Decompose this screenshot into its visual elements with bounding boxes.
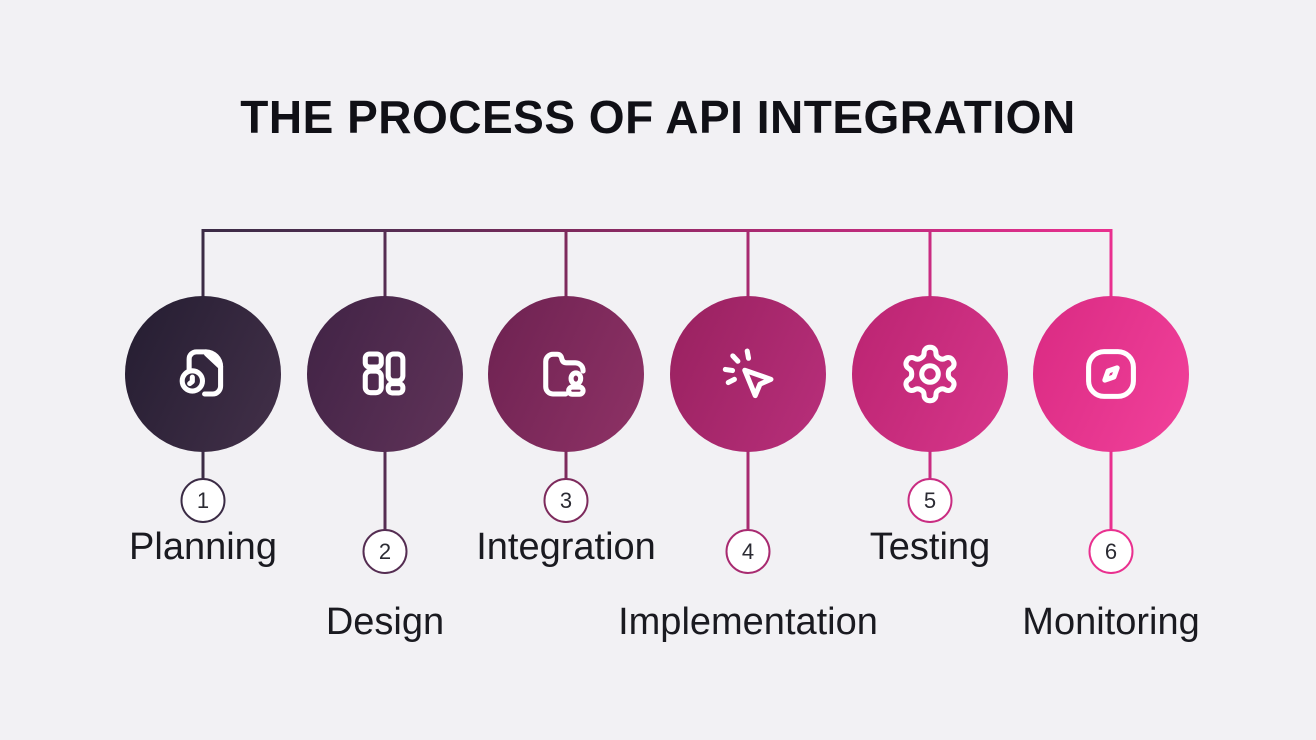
badge-stem-line xyxy=(928,451,932,479)
step-label: Testing xyxy=(869,526,991,568)
connector-drop-line xyxy=(928,229,932,299)
process-step-implementation: 4 Implementation xyxy=(618,0,878,740)
connector-horizontal-line xyxy=(202,229,1112,232)
connector-drop-line xyxy=(746,229,750,299)
step-number-badge: 2 xyxy=(362,529,408,574)
step-number-badge: 6 xyxy=(1088,529,1134,574)
badge-stem-line xyxy=(746,451,750,530)
step-circle xyxy=(125,296,281,452)
step-label: Implementation xyxy=(618,601,878,643)
step-circle xyxy=(488,296,644,452)
step-circle xyxy=(670,296,826,452)
badge-stem-line xyxy=(1109,451,1113,530)
process-step-planning: 1 Planning xyxy=(125,0,281,740)
step-number: 6 xyxy=(1104,538,1118,564)
step-number: 5 xyxy=(923,487,937,513)
connector-drop-line xyxy=(383,229,387,299)
step-number: 3 xyxy=(559,487,573,513)
badge-stem-line xyxy=(383,451,387,530)
step-number-badge: 1 xyxy=(180,478,226,523)
connector-drop-line xyxy=(1109,229,1113,299)
gear-icon xyxy=(903,344,957,404)
step-number-badge: 5 xyxy=(907,478,953,523)
process-step-integration: 3 Integration xyxy=(476,0,656,740)
step-label: Planning xyxy=(129,526,277,568)
step-number-badge: 4 xyxy=(725,529,771,574)
document-clock-icon xyxy=(179,349,224,397)
step-label: Monitoring xyxy=(1022,601,1200,643)
step-number: 1 xyxy=(196,487,210,513)
step-label: Design xyxy=(325,601,445,643)
step-number: 4 xyxy=(741,538,755,564)
step-circle xyxy=(307,296,463,452)
step-number-badge: 3 xyxy=(543,478,589,523)
cursor-click-icon xyxy=(722,348,774,399)
page-title: THE PROCESS OF API INTEGRATION xyxy=(240,91,1076,143)
process-step-design: 2 Design xyxy=(307,0,463,740)
process-step-testing: 5 Testing xyxy=(852,0,1008,740)
connector-drop-line xyxy=(564,229,568,299)
step-label: Integration xyxy=(476,526,656,568)
process-step-monitoring: 6 Monitoring xyxy=(1022,0,1200,740)
step-circle xyxy=(852,296,1008,452)
compass-icon xyxy=(1086,349,1136,399)
connector-drop-line xyxy=(201,229,205,299)
folder-user-icon xyxy=(543,351,586,397)
components-grid-icon xyxy=(362,351,406,396)
step-circle xyxy=(1033,296,1189,452)
badge-stem-line xyxy=(564,451,568,479)
badge-stem-line xyxy=(201,451,205,479)
step-number: 2 xyxy=(378,538,392,564)
